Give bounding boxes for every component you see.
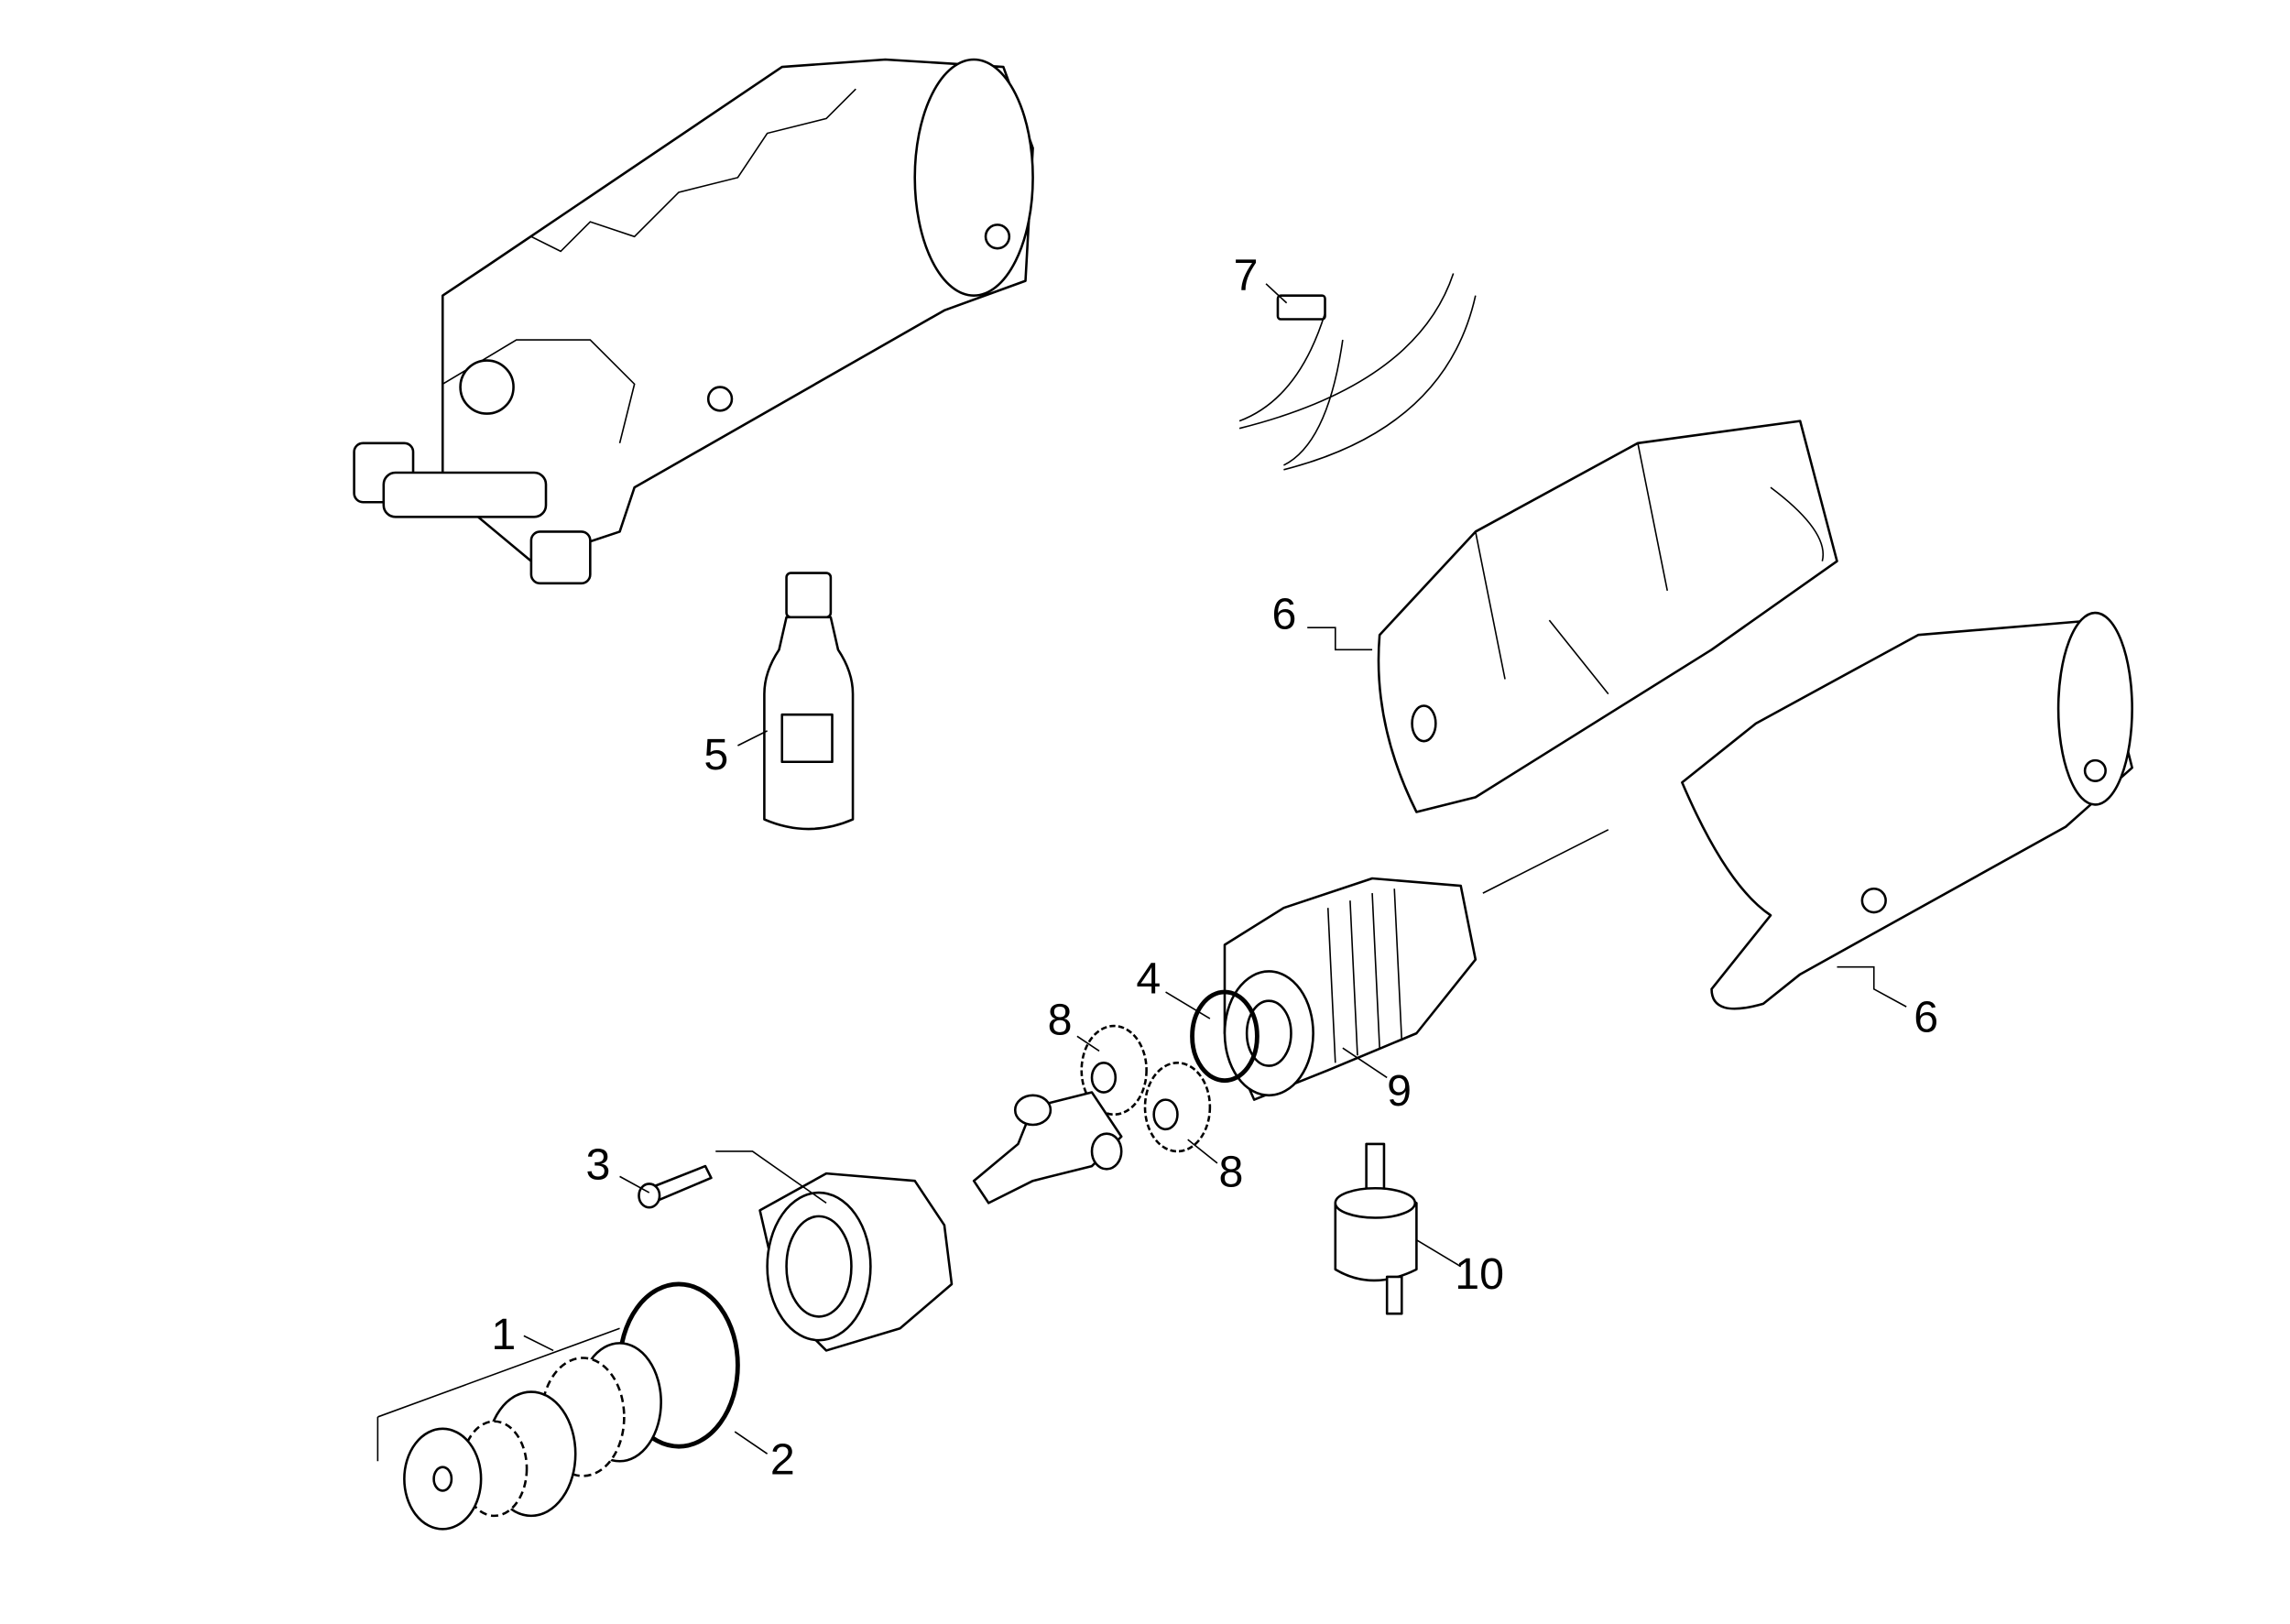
callout-6-lower: 6 — [1914, 993, 1938, 1042]
callout-9: 9 — [1387, 1066, 1412, 1116]
drive-shaft — [972, 1091, 1123, 1204]
callout-8-upper: 8 — [1048, 996, 1073, 1045]
callout-7: 7 — [1234, 250, 1259, 300]
callout-8-lower: 8 — [1219, 1148, 1244, 1197]
gear-upper — [1080, 1024, 1148, 1117]
cable-assembly — [1238, 273, 1477, 471]
gear-lower — [1143, 1062, 1212, 1153]
rubber-mount — [1334, 1142, 1418, 1315]
callout-2: 2 — [770, 1435, 795, 1485]
callout-10: 10 — [1455, 1249, 1504, 1299]
housing-half-upper — [1377, 420, 1838, 813]
callout-4: 4 — [1136, 954, 1161, 1004]
callout-3: 3 — [585, 1140, 610, 1190]
housing-half-lower — [1681, 611, 2133, 1010]
leader-lines — [376, 283, 1907, 1462]
assembled-housing — [353, 58, 1034, 585]
callout-1: 1 — [491, 1310, 516, 1359]
o-ring — [1190, 989, 1260, 1084]
oil-bottle — [763, 572, 855, 831]
screw — [638, 1164, 713, 1209]
callout-6-upper: 6 — [1272, 590, 1297, 639]
bearing-assembly — [403, 1342, 662, 1531]
motor — [1223, 877, 1478, 1101]
callout-5: 5 — [703, 730, 728, 779]
gear-housing — [758, 1172, 954, 1352]
